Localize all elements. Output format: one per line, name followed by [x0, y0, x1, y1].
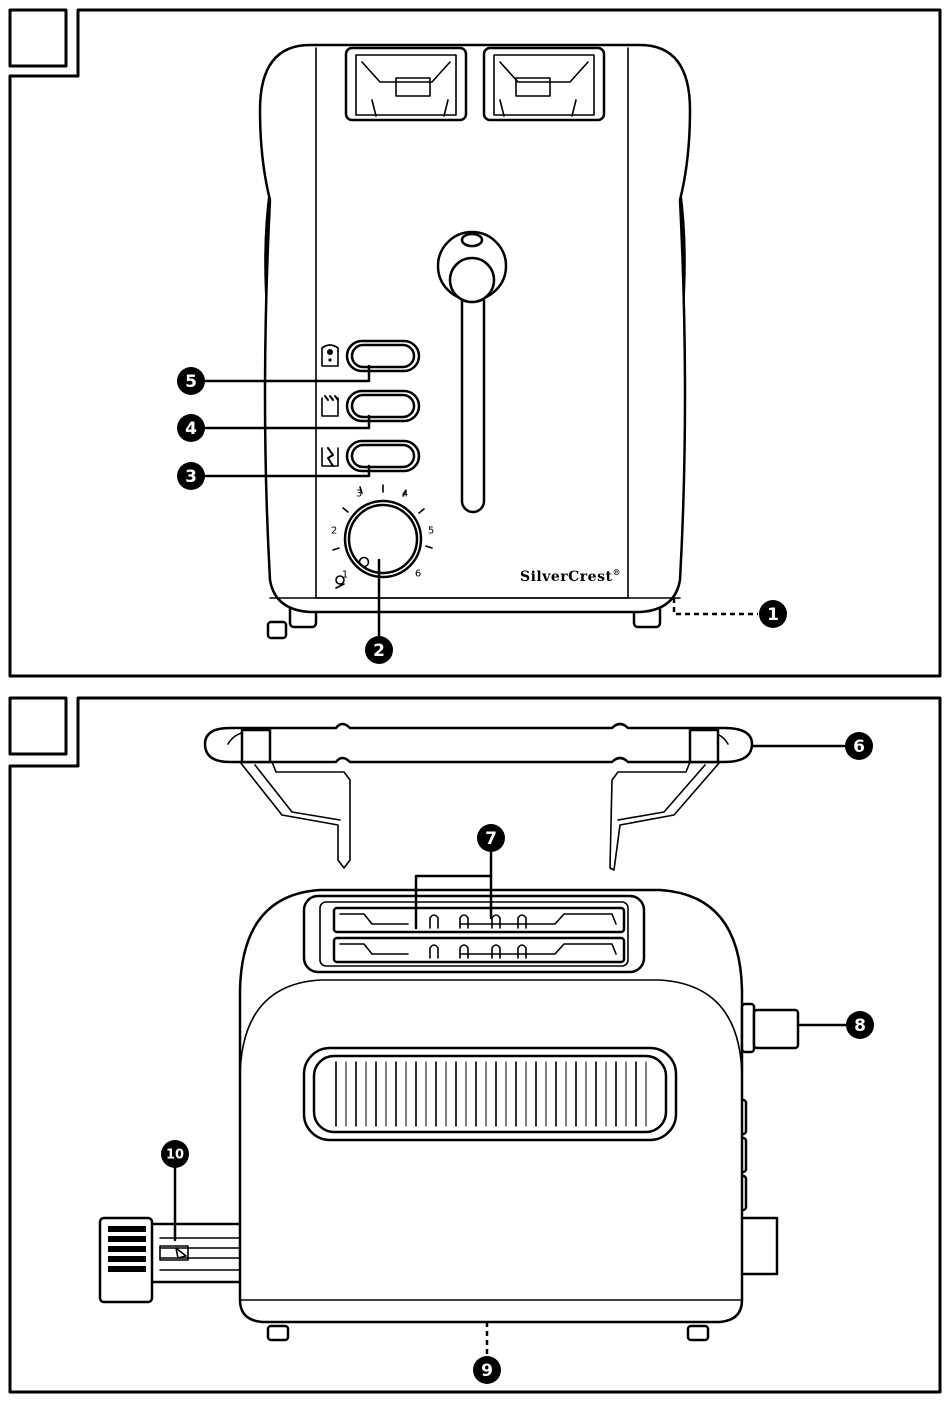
callout-badge-9: 9 [473, 1356, 501, 1384]
bun-warmer-attachment [205, 724, 752, 870]
dial-label-1: 1 [342, 570, 348, 581]
dial-label-4: 4 [402, 489, 408, 500]
stop-button [347, 441, 419, 471]
callout-badge-6: 6 [845, 732, 873, 760]
callout-badge-5: 5 [177, 367, 205, 395]
defrost-button [347, 341, 419, 371]
svg-text:5: 5 [185, 372, 197, 392]
callout-badge-1: 1 [759, 600, 787, 628]
svg-text:3: 3 [185, 467, 197, 487]
brand-logo: SilverCrest® [520, 567, 621, 585]
svg-text:8: 8 [854, 1016, 866, 1036]
foot [688, 1326, 708, 1340]
callout-badge-10: 10 [161, 1140, 189, 1168]
svg-text:6: 6 [853, 737, 865, 757]
lever-slot [462, 290, 484, 512]
callout-badge-8: 8 [846, 1011, 874, 1039]
toaster-front-view: 1 2 3 4 5 6 SilverCrest® [260, 45, 690, 627]
callout-badge-4: 4 [177, 414, 205, 442]
foot [268, 1326, 288, 1340]
ventilation-grille [304, 1048, 676, 1140]
svg-text:1: 1 [767, 605, 779, 625]
callout-badge-3: 3 [177, 462, 205, 490]
dial-label-2: 2 [331, 526, 337, 537]
svg-text:9: 9 [481, 1361, 493, 1381]
callout-badge-2: 2 [365, 636, 393, 664]
lift-lever [742, 1004, 798, 1052]
reheat-button [347, 391, 419, 421]
dial-label-5: 5 [428, 526, 434, 537]
svg-text:2: 2 [373, 641, 385, 661]
dial-label-6: 6 [415, 569, 421, 580]
bread-slot-right [484, 48, 604, 120]
svg-text:7: 7 [485, 829, 497, 849]
callout-badge-7: 7 [477, 824, 505, 852]
dial-label-3: 3 [356, 489, 362, 500]
svg-text:10: 10 [166, 1148, 184, 1163]
lift-lever-knob [438, 232, 506, 302]
crumb-tray [100, 1218, 245, 1302]
svg-text:4: 4 [185, 419, 197, 439]
bread-slot-front [334, 938, 624, 962]
bread-slot-left [346, 48, 466, 120]
bread-slot-rear [334, 908, 624, 932]
